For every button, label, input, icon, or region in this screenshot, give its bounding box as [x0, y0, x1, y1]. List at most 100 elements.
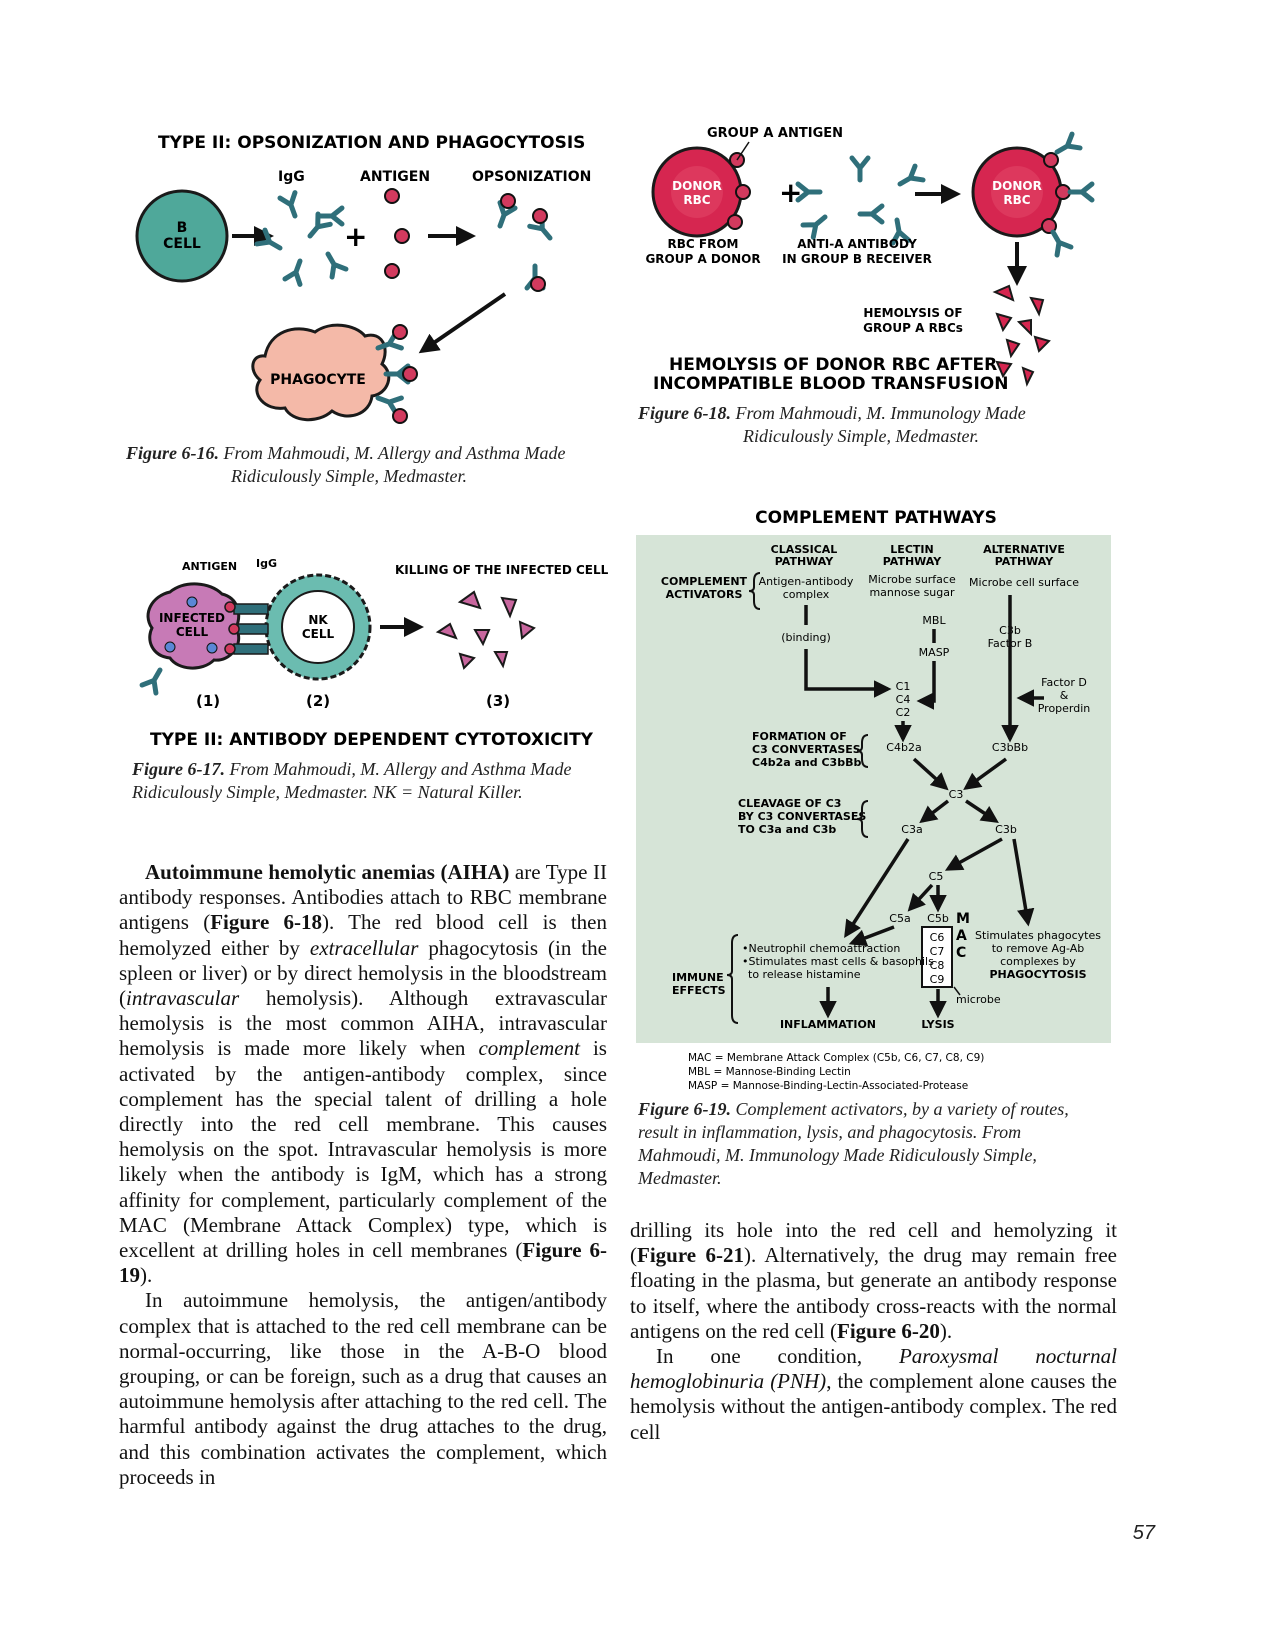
c3b-to-c5: [944, 837, 1003, 871]
fig17-title: TYPE II: ANTIBODY DEPENDENT CYTOTOXICITY: [150, 730, 594, 750]
group-a-antigen-label: GROUP A ANTIGEN: [707, 126, 843, 141]
rbc-from-label-2: GROUP A DONOR: [645, 252, 760, 266]
c3a-label: C3a: [901, 823, 922, 836]
text-run: ).: [939, 1318, 953, 1343]
mast-text-1: •Stimulates mast cells & basophils: [742, 955, 934, 968]
term-aiha: Autoimmune hemolytic anemias (AIHA): [145, 860, 510, 884]
fig16-antigen-label: ANTIGEN: [360, 169, 430, 185]
term-pnh: Paroxysmal nocturnal hemoglobinuria (PNH…: [630, 1344, 1118, 1394]
caption-figure-6-18: Figure 6-18. From Mahmoudi, M. Immunolog…: [638, 402, 1118, 448]
text-run: ). The red blood cell is then hemolyzed …: [119, 910, 607, 960]
text-run: is activated by the antigen-antibody com…: [119, 1036, 607, 1263]
b-cell: [135, 189, 229, 283]
c3b-label: C3b: [995, 823, 1017, 836]
stim-phago-1: Stimulates phagocytes: [975, 929, 1101, 942]
figure-ref-6-18[interactable]: Figure 6-18: [210, 910, 323, 935]
fig16-title: TYPE II: OPSONIZATION AND PHAGOCYTOSIS: [158, 133, 585, 153]
cleavage-1: CLEAVAGE OF C3: [738, 797, 841, 810]
classical-flow: [804, 605, 888, 689]
c9-label: C9: [930, 973, 945, 986]
factor-d-3: Properdin: [1038, 702, 1091, 715]
figure-6-16: TYPE II: OPSONIZATION AND PHAGOCYTOSIS I…: [120, 126, 610, 436]
c6-label: C6: [930, 931, 945, 944]
step-2-label: (2): [306, 692, 330, 710]
page-number: 57: [1132, 1522, 1155, 1544]
factor-d-2: &: [1060, 689, 1069, 702]
fig18-title-2: INCOMPATIBLE BLOOD TRANSFUSION: [653, 374, 1008, 394]
text-run: hemolysis). Although extravascular hemol…: [119, 986, 607, 1061]
caption-label: Figure 6-18.: [638, 403, 732, 423]
caption-text-3: Mahmoudi, M. Immunology Made Ridiculousl…: [638, 1145, 1037, 1165]
caption-text-2: Ridiculously Simple, Medmaster. NK = Nat…: [132, 782, 523, 802]
activators-label-1: COMPLEMENT: [661, 575, 748, 588]
caption-text-2: Ridiculously Simple, Medmaster.: [231, 466, 467, 486]
caption-figure-6-19: Figure 6-19. Complement activators, by a…: [638, 1098, 1108, 1190]
fig17-antigen-label: ANTIGEN: [182, 560, 237, 573]
c5a-label: C5a: [889, 912, 910, 925]
binding-label: (binding): [781, 631, 831, 644]
cleavage-3: TO C3a and C3b: [738, 823, 836, 836]
infected-cell-label-1: INFECTED: [159, 611, 225, 625]
donor-rbc-right-label-1: DONOR: [992, 179, 1042, 193]
activators-label-2: ACTIVATORS: [666, 588, 743, 601]
caption-text-2: Ridiculously Simple, Medmaster.: [743, 426, 979, 446]
donor-rbc-left-label-1: DONOR: [672, 179, 722, 193]
paragraph-autoimmune-hemolysis: In autoimmune hemolysis, the antigen/ant…: [119, 1288, 607, 1489]
anti-a-label-2: IN GROUP B RECEIVER: [782, 252, 932, 266]
killed-cell-fragments: [435, 590, 536, 670]
legend-mac: MAC = Membrane Attack Complex (C5b, C6, …: [688, 1052, 984, 1064]
classical-pathway-1: CLASSICAL: [771, 543, 838, 556]
b-cell-label-2: CELL: [163, 236, 201, 252]
figure-6-17: ANTIGEN IgG KILLING OF THE INFECTED CELL…: [130, 552, 609, 752]
caption-label: Figure 6-17.: [132, 759, 226, 779]
left-column-text: Autoimmune hemolytic anemias (AIHA) are …: [119, 860, 607, 1490]
factor-d-1: Factor D: [1041, 676, 1087, 689]
effects-brace: [726, 934, 739, 1024]
complement-panel: [636, 535, 1111, 1043]
donor-rbc-right-label-2: RBC: [1003, 193, 1030, 207]
stim-phago-2: to remove Ag-Ab: [992, 942, 1085, 955]
paragraph-aiha: Autoimmune hemolytic anemias (AIHA) are …: [119, 860, 607, 1288]
step-3-label: (3): [486, 692, 510, 710]
phagocyte-bound-antibodies: [375, 324, 418, 424]
nk-cell: [264, 573, 372, 681]
c3bbb-to-c3: [963, 757, 1008, 791]
caption-text-1: From Mahmoudi, M. Immunology Made: [735, 403, 1026, 423]
nk-cell-label-2: CELL: [302, 627, 335, 641]
c5-to-c5a: [907, 883, 934, 912]
step-1-label: (1): [196, 692, 220, 710]
c3-label: C3: [949, 788, 964, 801]
text-run: ). Alternatively, the drug may remain fr…: [630, 1243, 1118, 1343]
formation-1: FORMATION OF: [752, 730, 847, 743]
stim-phago-3: complexes by: [1000, 955, 1076, 968]
neutrophil-text: •Neutrophil chemoattraction: [742, 942, 900, 955]
bound-anti-a: [1041, 134, 1092, 255]
text-emphasis: intravascular: [126, 986, 240, 1011]
arrow-to-phagocyte: [418, 292, 507, 354]
c7-label: C7: [930, 945, 945, 958]
c4b2a-label: C4b2a: [886, 741, 921, 754]
igg-antibodies: [257, 193, 346, 285]
figure-6-19: COMPLEMENT PATHWAYS CLASSICAL PATHWAY LE…: [636, 503, 1116, 1093]
c5-label: C5: [929, 870, 944, 883]
caption-label: Figure 6-19.: [638, 1099, 732, 1119]
text-run: drilling its hole into the red cell and …: [630, 1218, 1117, 1268]
mac-box: [921, 926, 953, 988]
figure-ref-6-20[interactable]: Figure 6-20: [837, 1318, 940, 1343]
immune-effects-2: EFFECTS: [672, 984, 726, 997]
b-cell-label-1: B: [177, 220, 188, 236]
hemolysis-label-2: GROUP A RBCs: [863, 321, 963, 335]
c3-to-c3a: [919, 799, 950, 824]
figure-ref-6-21[interactable]: Figure 6-21: [637, 1243, 744, 1268]
fig19-title: COMPLEMENT PATHWAYS: [755, 508, 997, 528]
microbe-surface-2: mannose sugar: [869, 586, 955, 599]
caption-text-1: From Mahmoudi, M. Allergy and Asthma Mad…: [229, 759, 572, 779]
formation-brace: [856, 734, 869, 768]
classical-pathway-2: PATHWAY: [775, 555, 835, 568]
text-run: are Type II antibody responses. Antibodi…: [119, 860, 607, 935]
c5b-label: C5b: [927, 912, 949, 925]
stim-phago-4: PHAGOCYTOSIS: [990, 968, 1087, 981]
caption-text-1: From Mahmoudi, M. Allergy and Asthma Mad…: [223, 443, 566, 463]
figure-ref-6-19[interactable]: Figure 6-19: [119, 1238, 607, 1288]
mac-m: M: [956, 911, 970, 927]
